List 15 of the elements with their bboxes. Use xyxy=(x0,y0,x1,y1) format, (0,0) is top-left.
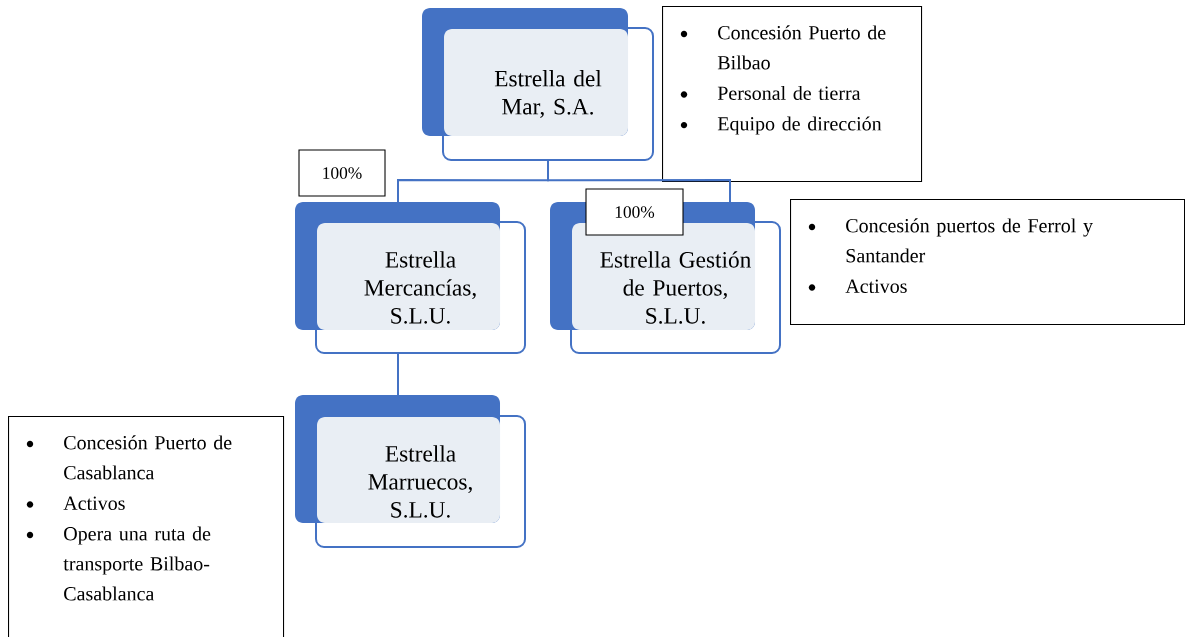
bullet-item: Concesión puertos de Ferrol y Santander xyxy=(808,218,1093,263)
connector-line xyxy=(547,159,731,203)
connector-line xyxy=(397,352,399,396)
bullet-item: Concesión Puerto de Casablanca xyxy=(26,435,232,480)
org-box: Estrella Marruecos, S.L.U. xyxy=(295,395,526,548)
bullet-item: Activos xyxy=(808,279,907,293)
bullet-item: Opera una ruta de transporte Bilbao-Casablanca xyxy=(26,526,211,601)
org-box: Estrella del Mar, S.A. xyxy=(422,8,654,161)
bullet-item: Concesión Puerto de Bilbao xyxy=(680,25,886,70)
org-box: Estrella Mercancías, S.L.U. xyxy=(295,202,526,354)
bullet-item: Personal de tierra xyxy=(680,85,861,100)
bullet-item: Activos xyxy=(26,496,125,510)
percentage-box: 100% xyxy=(585,188,684,236)
percentage-box: 100% xyxy=(298,149,386,197)
bullet-item: Equipo de dirección xyxy=(680,116,882,135)
